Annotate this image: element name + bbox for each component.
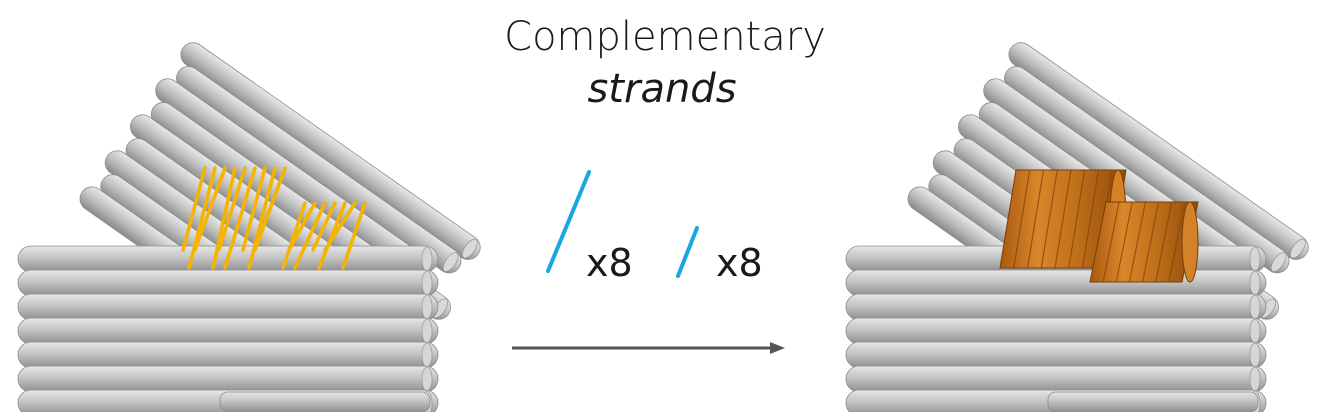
short-strand-count: x8 [716,241,763,285]
helix-cylinder [219,391,431,412]
overhang-strand [211,166,237,270]
duplex-end-cap [1181,201,1199,283]
left-lower-bundle [17,245,439,412]
duplex-helix-ridge [1040,169,1058,269]
helix-end-cap [421,270,433,296]
helix-end-cap [1249,270,1261,296]
duplex-block [1089,201,1199,283]
overhang-strand [323,201,357,252]
long-strand-icon [546,170,591,273]
left-origami-structure [17,42,481,412]
overhang-strand [311,201,337,252]
helix-cylinder [845,365,1267,393]
title-line-1: Complementary [504,14,826,60]
helix-cylinder [845,293,1267,321]
helix-end-cap [421,342,433,368]
helix-cylinder [1047,391,1259,412]
overhang-strand [281,201,307,270]
helix-end-cap [1249,246,1261,272]
single-strand-overhangs [181,166,367,270]
overhang-strand [293,201,327,270]
overhang-strand [247,166,277,270]
center-panel: Complementary strands x8 x8 [504,14,826,354]
duplex-helix-ridge [1054,169,1072,269]
overhang-strand [223,166,257,270]
duplex-helix-ridge [1141,201,1160,283]
process-arrow [512,342,785,354]
helix-end-cap [1249,366,1261,392]
long-strand-count: x8 [586,241,633,285]
helix-cylinder [845,317,1267,345]
short-strand-icon [676,226,699,278]
right-lower-bundle [845,245,1267,412]
overhang-strand [341,201,367,270]
duplex-helix-ridge [1102,201,1120,283]
right-origami-structure [845,42,1309,412]
helix-cylinder [17,269,439,297]
overhang-strand [317,201,347,270]
overhang-strand [217,166,247,252]
helix-cylinder [17,293,439,321]
duplex-helix-ridge [1128,201,1147,283]
helix-end-cap [1249,318,1261,344]
helix-end-cap [1289,238,1306,259]
duplex-body [1089,201,1199,283]
duplex-helix-ridge [1026,169,1045,269]
duplex-helix-ridge [1013,169,1031,269]
helix-cylinder [17,365,439,393]
title-line-2: strands [587,66,736,112]
helix-end-cap [1249,294,1261,320]
duplex-bridges [999,169,1199,283]
helix-end-cap [461,238,478,259]
duplex-helix-ridge [1155,201,1173,283]
helix-end-cap [421,318,433,344]
overhang-strand [241,166,267,252]
overhang-strand [187,166,217,270]
duplex-helix-ridge [1115,201,1133,283]
overhang-strand [181,166,207,252]
overhang-strand [287,201,317,252]
helix-end-cap [1249,342,1261,368]
helix-end-cap [421,246,433,272]
helix-end-cap [421,294,433,320]
helix-end-cap [442,252,459,272]
helix-cylinder [845,269,1267,297]
helix-end-cap [1270,252,1287,272]
overhang-strand [193,166,227,252]
helix-cylinder [845,341,1267,369]
duplex-helix-ridge [1168,201,1186,283]
duplex-helix-ridge [1081,169,1100,269]
overhang-strand [253,166,287,252]
duplex-helix-ridge [1068,169,1086,269]
helix-end-cap [421,366,433,392]
helix-cylinder [17,317,439,345]
helix-cylinder [17,341,439,369]
